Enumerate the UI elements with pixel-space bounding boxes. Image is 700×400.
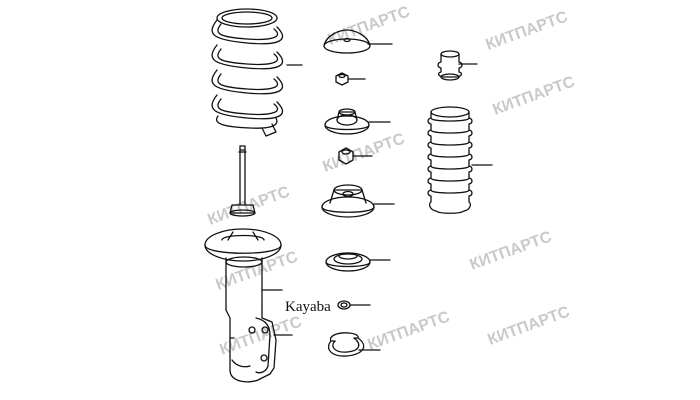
watermark-text: КИТПАРТС (206, 183, 293, 229)
watermark-text: КИТПАРТС (468, 228, 555, 274)
watermark: КИТПАРТС (321, 130, 408, 176)
washer-icon (337, 300, 371, 310)
bump-stop-icon (437, 50, 478, 81)
coil-spring-icon (211, 8, 303, 137)
watermark-text: КИТПАРТС (491, 73, 578, 119)
dust-boot-icon (427, 106, 493, 214)
insulator-icon (327, 332, 381, 357)
nut-icon (338, 147, 373, 165)
shock-absorber-icon (204, 145, 293, 383)
watermark: КИТПАРТС (491, 73, 578, 119)
mount-cap-icon (323, 29, 393, 54)
watermark: КИТПАРТС (484, 8, 571, 54)
watermark: КИТПАРТС (206, 183, 293, 229)
nut-icon (335, 72, 366, 86)
watermark-text: КИТПАРТС (486, 303, 573, 349)
watermark-text: КИТПАРТС (484, 8, 571, 54)
strut-mount-icon (321, 184, 395, 218)
watermark: КИТПАРТС (468, 228, 555, 274)
brand-label: Kayaba (285, 299, 331, 315)
watermark-layer: КИТПАРТС КИТПАРТС КИТПАРТС КИТПАРТС КИТП… (206, 3, 578, 359)
watermark-text: КИТПАРТС (366, 308, 453, 354)
watermark: КИТПАРТС (486, 303, 573, 349)
spring-seat-icon (324, 108, 391, 135)
watermark: КИТПАРТС (366, 308, 453, 354)
bearing-icon (325, 252, 391, 272)
watermark-text: КИТПАРТС (321, 130, 408, 176)
